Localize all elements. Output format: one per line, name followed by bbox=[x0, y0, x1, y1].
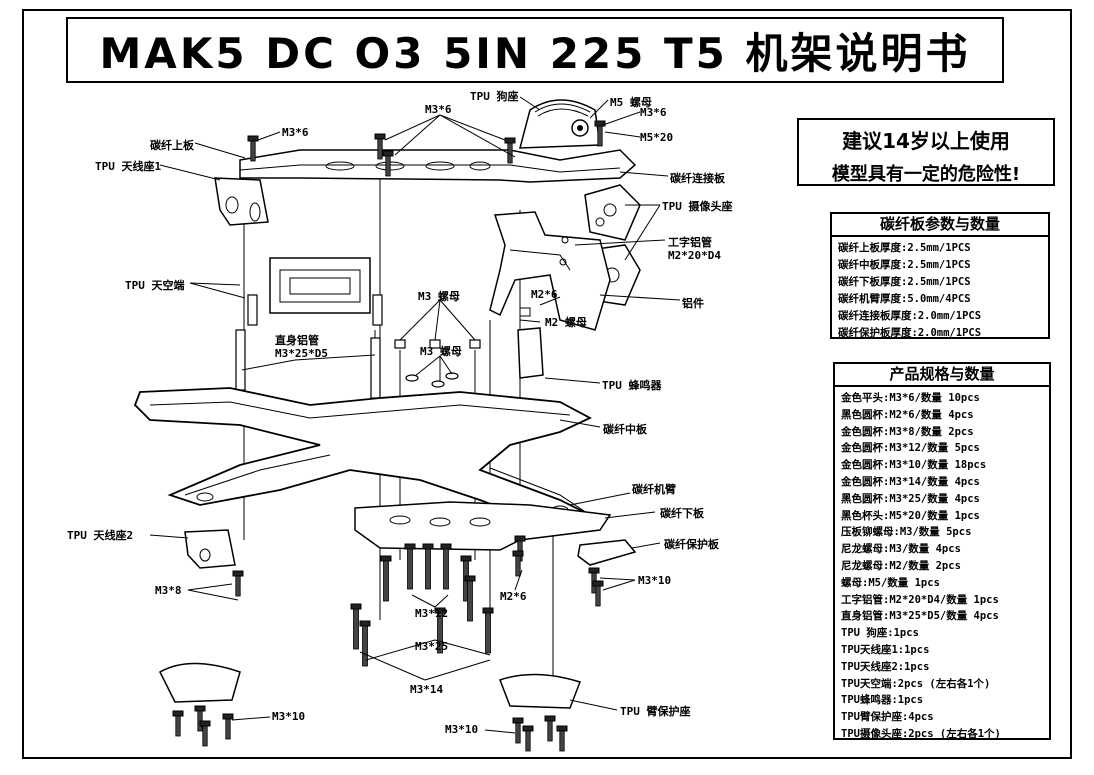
list-item: TPU蜂鸣器:1pcs bbox=[841, 694, 924, 707]
label-tpu-gps-mount: TPU 狗座 bbox=[470, 90, 519, 103]
carbon-top-plate bbox=[239, 149, 637, 183]
label-aluminum-part: 铝件 bbox=[682, 297, 704, 310]
label-straight-standoff-size: M3*25*D5 bbox=[275, 347, 328, 360]
list-item: 碳纤上板厚度:2.5mm/1PCS bbox=[838, 242, 971, 254]
label-m3x6-top: M3*6 bbox=[425, 103, 452, 116]
label-protection-plate: 碳纤保护板 bbox=[664, 538, 719, 551]
list-item: TPU臂保护座:4pcs bbox=[841, 711, 934, 724]
list-item: 碳纤下板厚度:2.5mm/1PCS bbox=[838, 276, 971, 288]
tpu-air-unit-mount bbox=[269, 257, 371, 314]
list-item: 尼龙螺母:M2/数量 2pcs bbox=[841, 559, 961, 572]
label-m2-nut: M2 螺母 bbox=[545, 316, 587, 329]
product-specs-table: 产品规格与数量 金色平头:M3*6/数量 10pcs 黑色圆杯:M2*6/数量 … bbox=[833, 362, 1051, 740]
label-arm: 碳纤机臂 bbox=[632, 483, 676, 496]
list-item: 直身铝管:M3*25*D5/数量 4pcs bbox=[841, 610, 999, 623]
label-connector-plate: 碳纤连接板 bbox=[670, 172, 725, 185]
carbon-protection-plate bbox=[577, 539, 637, 566]
list-item: 黑色杯头:M5*20/数量 1pcs bbox=[841, 509, 980, 522]
plate-params-list: 碳纤上板厚度:2.5mm/1PCS 碳纤中板厚度:2.5mm/1PCS 碳纤下板… bbox=[832, 237, 1048, 342]
list-item: TPU天线座1:1pcs bbox=[841, 643, 930, 656]
age-warning-line2: 模型具有一定的危险性! bbox=[831, 164, 1021, 185]
list-item: TPU天空端:2pcs (左右各1个) bbox=[841, 677, 991, 690]
list-item: 金色圆杯:M3*12/数量 5pcs bbox=[841, 442, 980, 455]
tpu-gps-mount bbox=[519, 99, 601, 149]
list-item: TPU摄像头座:2pcs (左右各1个) bbox=[841, 727, 1001, 740]
label-antenna-mount-1: TPU 天线座1 bbox=[95, 160, 162, 173]
plate-params-title: 碳纤板参数与数量 bbox=[832, 214, 1048, 237]
label-straight-standoff: 直身铝管 bbox=[275, 334, 319, 347]
tpu-buzzer bbox=[517, 307, 544, 379]
bottom-screws bbox=[172, 535, 604, 752]
label-m2x6-upper: M2*6 bbox=[531, 288, 558, 301]
tpu-arm-protectors bbox=[159, 662, 581, 709]
label-m5x20: M5*20 bbox=[640, 131, 674, 144]
list-item: 黑色圆杯:M2*6/数量 4pcs bbox=[841, 408, 974, 421]
page-border bbox=[22, 9, 1072, 759]
label-m5-nut: M5 螺母 bbox=[610, 96, 652, 109]
carbon-bottom-plate bbox=[354, 501, 612, 551]
list-item: 螺母:M5/数量 1pcs bbox=[841, 576, 940, 589]
age-warning-box: 建议14岁以上使用 模型具有一定的危险性! bbox=[797, 118, 1055, 186]
title-box: MAK5 DC O3 5IN 225 T5 机架说明书 bbox=[66, 17, 1004, 83]
label-i-standoff: 工字铝管 bbox=[668, 236, 712, 249]
label-m3-nut-b: M3 螺母 bbox=[420, 345, 462, 358]
label-middle-plate: 碳纤中板 bbox=[603, 423, 647, 436]
label-arm-protector: TPU 臂保护座 bbox=[620, 705, 691, 718]
list-item: 金色平头:M3*6/数量 10pcs bbox=[841, 392, 980, 404]
label-m3x10-left: M3*10 bbox=[272, 710, 306, 723]
label-m3x8: M3*8 bbox=[155, 584, 182, 597]
list-item: 碳纤机臂厚度:5.0mm/4PCS bbox=[838, 293, 971, 305]
label-top-plate: 碳纤上板 bbox=[150, 139, 194, 152]
page-title: MAK5 DC O3 5IN 225 T5 机架说明书 bbox=[99, 28, 971, 78]
list-item: 金色圆杯:M3*14/数量 4pcs bbox=[841, 475, 980, 488]
label-m3x6-right: M3*6 bbox=[640, 106, 667, 119]
tpu-antenna-mount-2 bbox=[184, 529, 236, 569]
list-item: TPU 狗座:1pcs bbox=[841, 627, 919, 640]
label-antenna-mount-2: TPU 天线座2 bbox=[67, 529, 134, 542]
label-camera-mount: TPU 摄像头座 bbox=[662, 200, 733, 213]
list-item: 碳纤连接板厚度:2.0mm/1PCS bbox=[838, 310, 982, 322]
list-item: 压板铆螺母:M3/数量 5pcs bbox=[841, 526, 972, 539]
plate-params-table: 碳纤板参数与数量 碳纤上板厚度:2.5mm/1PCS 碳纤中板厚度:2.5mm/… bbox=[830, 212, 1050, 339]
label-air-unit-mount: TPU 天空端 bbox=[125, 279, 185, 292]
list-item: 碳纤中板厚度:2.5mm/1PCS bbox=[838, 259, 971, 271]
label-m3x12: M3*12 bbox=[415, 607, 449, 620]
label-i-standoff-size: M2*20*D4 bbox=[668, 249, 721, 262]
label-m3x14: M3*14 bbox=[410, 683, 444, 696]
m3-nuts bbox=[394, 339, 481, 388]
age-warning-line1: 建议14岁以上使用 bbox=[842, 129, 1010, 153]
label-m3x25: M3*25 bbox=[415, 640, 449, 653]
list-item: 金色圆杯:M3*10/数量 18pcs bbox=[841, 459, 987, 472]
leader-lines bbox=[149, 96, 681, 734]
product-specs-list: 金色平头:M3*6/数量 10pcs 黑色圆杯:M2*6/数量 4pcs 金色圆… bbox=[835, 387, 1049, 743]
list-item: 黑色圆杯:M3*25/数量 4pcs bbox=[841, 492, 980, 505]
tpu-antenna-mount-1 bbox=[214, 177, 269, 226]
product-specs-title: 产品规格与数量 bbox=[835, 364, 1049, 387]
label-buzzer: TPU 蜂鸣器 bbox=[602, 379, 662, 392]
list-item: TPU天线座2:1pcs bbox=[841, 660, 930, 673]
list-item: 金色圆杯:M3*8/数量 2pcs bbox=[841, 425, 974, 438]
list-item: 碳纤保护板厚度:2.0mm/1PCS bbox=[838, 327, 982, 339]
label-m2x6-lower: M2*6 bbox=[500, 590, 527, 603]
label-m3-nut-a: M3 螺母 bbox=[418, 290, 460, 303]
label-bottom-plate: 碳纤下板 bbox=[660, 507, 704, 520]
aluminum-side-part bbox=[489, 211, 611, 331]
label-m3x10-right: M3*10 bbox=[638, 574, 672, 587]
list-item: 尼龙螺母:M3/数量 4pcs bbox=[841, 543, 961, 556]
label-m3x6-left: M3*6 bbox=[282, 126, 309, 139]
label-m3x10-bottom: M3*10 bbox=[445, 723, 479, 736]
list-item: 工字铝管:M2*20*D4/数量 1pcs bbox=[841, 593, 999, 606]
